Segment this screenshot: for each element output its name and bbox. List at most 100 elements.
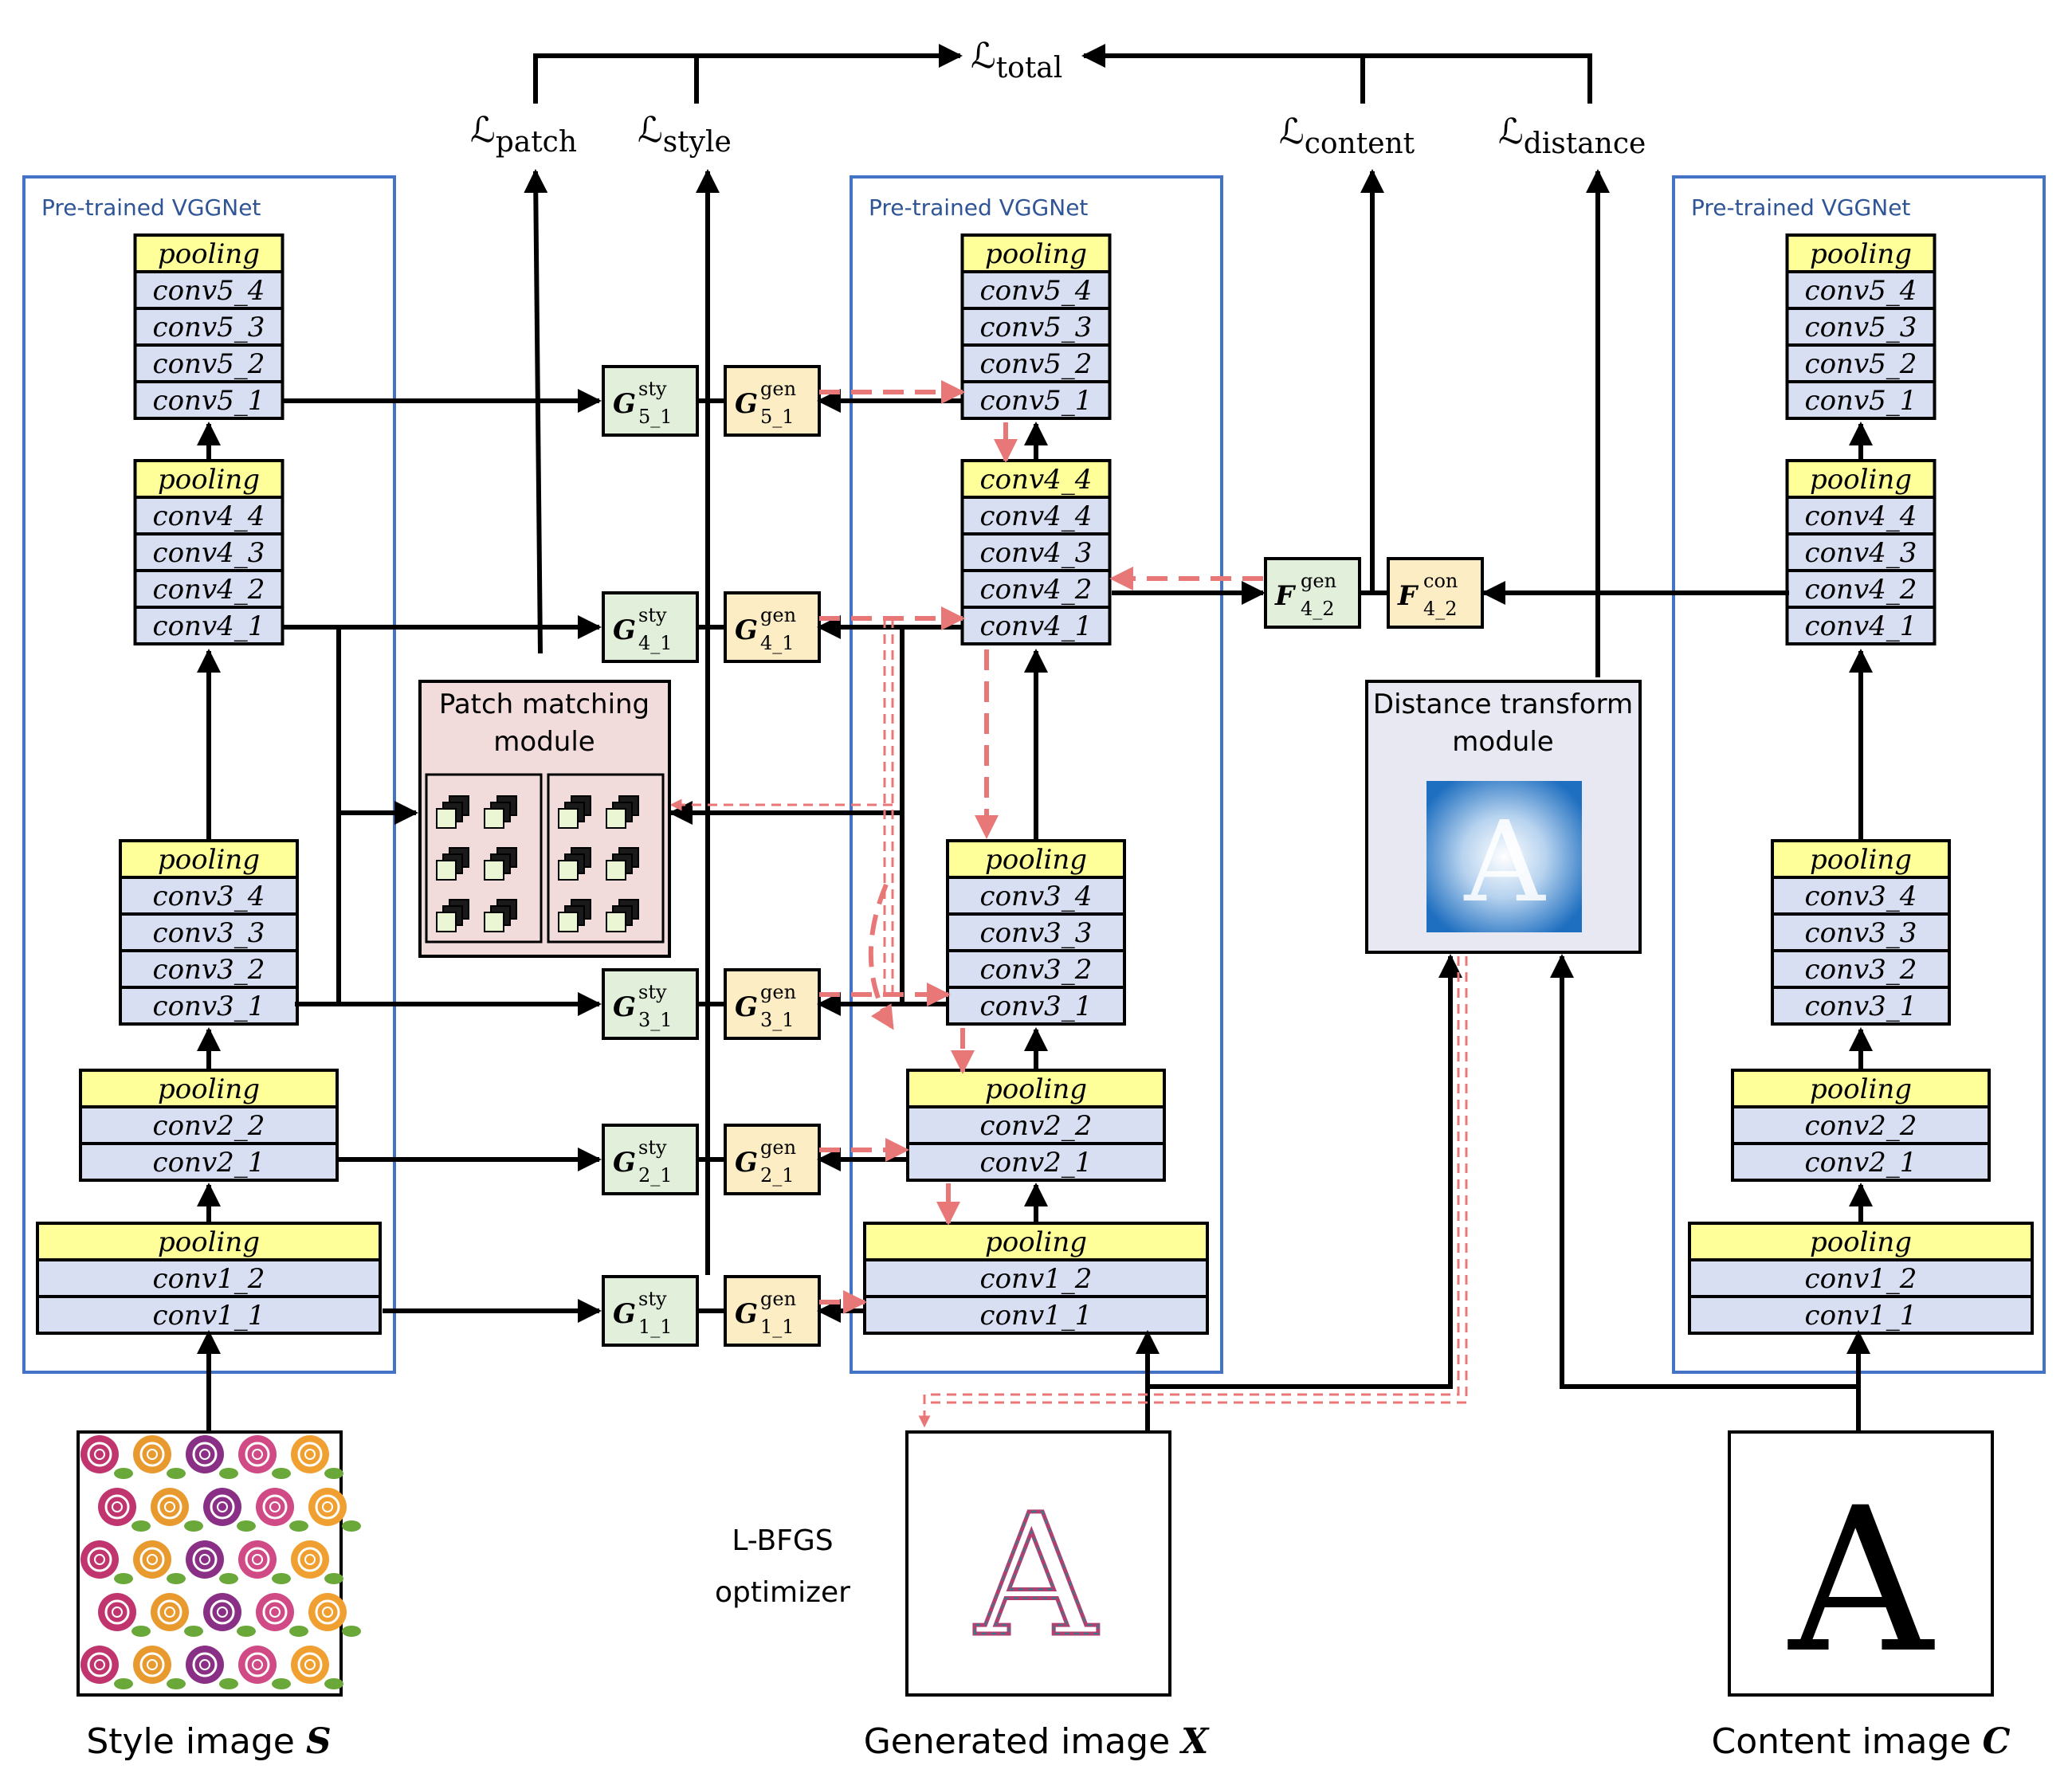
svg-text:conv5_4: conv5_4 — [980, 275, 1093, 307]
svg-text:pooling: pooling — [985, 1073, 1087, 1105]
svg-text:pooling: pooling — [158, 844, 260, 876]
svg-text:conv5_1: conv5_1 — [980, 385, 1093, 417]
svg-text:A: A — [974, 1478, 1098, 1673]
svg-text:conv4_4: conv4_4 — [1805, 500, 1917, 532]
svg-text:conv4_1: conv4_1 — [1805, 610, 1917, 642]
svg-text:5_1: 5_1 — [760, 406, 795, 428]
svg-text:4_2: 4_2 — [1423, 598, 1458, 620]
svg-text:conv5_1: conv5_1 — [153, 385, 265, 417]
svg-text:F: F — [1274, 580, 1297, 612]
svg-text:conv3_3: conv3_3 — [1805, 917, 1917, 949]
generated-to-gram-arrows — [669, 389, 963, 1323]
svg-text:conv1_1: conv1_1 — [980, 1300, 1093, 1332]
svg-text:G: G — [613, 1147, 636, 1179]
content-layer-conv5_3: conv5_3 — [1785, 307, 1937, 347]
svg-text:module: module — [493, 726, 595, 758]
generated-layer-conv1_2: conv1_2 — [863, 1258, 1209, 1298]
svg-text:conv4_4: conv4_4 — [980, 500, 1093, 532]
style-layer-conv5_2: conv5_2 — [133, 343, 285, 383]
content-layer-conv4_1: conv4_1 — [1785, 606, 1937, 645]
svg-text:gen: gen — [760, 1288, 796, 1310]
svg-text:conv5_3: conv5_3 — [1805, 312, 1917, 343]
content-layer-conv2_2: conv2_2 — [1731, 1105, 1991, 1145]
svg-text:conv4_2: conv4_2 — [1805, 574, 1917, 606]
svg-text:conv3_1: conv3_1 — [1805, 991, 1917, 1022]
svg-text:conv3_4: conv3_4 — [980, 881, 1093, 912]
svg-text:conv2_1: conv2_1 — [153, 1147, 265, 1179]
generated-layer-conv4_1: conv4_1 — [960, 606, 1112, 645]
svg-text:pooling: pooling — [1810, 844, 1912, 876]
generated-layer-conv3_3: conv3_3 — [946, 912, 1126, 952]
loss-distance-label: ℒdistance — [1498, 112, 1646, 160]
svg-text:gen: gen — [1301, 570, 1336, 592]
style-layer-conv4_1: conv4_1 — [133, 606, 285, 645]
style-layer-conv1_1: conv1_1 — [36, 1295, 382, 1335]
svg-text:conv4_3: conv4_3 — [980, 537, 1093, 569]
svg-text:ℒdistance: ℒdistance — [1498, 112, 1646, 160]
style-layer-conv3_1: conv3_1 — [119, 986, 299, 1026]
svg-text:conv1_2: conv1_2 — [1805, 1263, 1917, 1295]
svg-text:G: G — [613, 991, 636, 1023]
content-layer-conv5_2: conv5_2 — [1785, 343, 1937, 383]
svg-text:2_1: 2_1 — [638, 1164, 673, 1187]
generated-layer-conv3_2: conv3_2 — [946, 949, 1126, 989]
style-image — [77, 1430, 361, 1697]
svg-text:conv5_4: conv5_4 — [153, 275, 265, 307]
svg-text:conv1_1: conv1_1 — [153, 1300, 265, 1332]
content-vgg-header: Pre-trained VGGNet — [1691, 194, 1910, 221]
svg-text:conv3_3: conv3_3 — [980, 917, 1093, 949]
svg-text:conv2_1: conv2_1 — [980, 1147, 1093, 1179]
svg-text:conv5_2: conv5_2 — [980, 348, 1093, 380]
svg-text:G: G — [735, 1298, 758, 1330]
svg-text:pooling: pooling — [985, 844, 1087, 876]
svg-text:conv3_2: conv3_2 — [980, 954, 1093, 986]
content-layer-conv3_2: conv3_2 — [1771, 949, 1951, 989]
style-layer-conv4_3: conv4_3 — [133, 532, 285, 572]
svg-text:sty: sty — [638, 1288, 667, 1310]
generated-layer-conv3_4: conv3_4 — [946, 876, 1126, 916]
caption-content: Content image C — [1711, 1721, 2010, 1762]
content-layer-conv2_1: conv2_1 — [1731, 1142, 1991, 1182]
svg-text:ℒpatch: ℒpatch — [470, 110, 577, 159]
generated-layer-conv4_3: conv4_3 — [960, 532, 1112, 572]
svg-text:4_1: 4_1 — [638, 632, 673, 654]
svg-text:conv5_2: conv5_2 — [153, 348, 265, 380]
generated-layer-conv5_4: conv5_4 — [960, 270, 1112, 310]
generated-layer-b4-top: conv4_4 — [960, 459, 1112, 499]
generated-layer-conv2_1: conv2_1 — [906, 1142, 1166, 1182]
style-layer-conv3_3: conv3_3 — [119, 912, 299, 952]
generated-layer-conv4_4: conv4_4 — [960, 496, 1112, 536]
svg-text:1_1: 1_1 — [760, 1316, 795, 1338]
svg-text:conv1_2: conv1_2 — [153, 1263, 265, 1295]
svg-text:G: G — [613, 614, 636, 646]
style-layer-b3-pooling: pooling — [119, 839, 299, 879]
content-layer-conv5_4: conv5_4 — [1785, 270, 1937, 310]
style-to-gram-arrows — [283, 389, 602, 1323]
content-layer-conv5_1: conv5_1 — [1785, 380, 1937, 420]
style-layer-conv4_2: conv4_2 — [133, 569, 285, 609]
svg-text:pooling: pooling — [985, 238, 1087, 270]
caption-style: Style image S — [86, 1721, 331, 1762]
svg-text:4_2: 4_2 — [1301, 598, 1335, 620]
content-layer-conv1_1: conv1_1 — [1688, 1295, 2034, 1335]
loss-connectors — [524, 44, 1610, 1275]
svg-text:A: A — [1463, 798, 1546, 928]
style-vgg-header: Pre-trained VGGNet — [41, 194, 261, 221]
content-layer-b1-pooling: pooling — [1688, 1222, 2034, 1261]
svg-text:conv2_2: conv2_2 — [980, 1110, 1093, 1142]
svg-text:conv5_1: conv5_1 — [1805, 385, 1917, 417]
svg-text:conv1_2: conv1_2 — [980, 1263, 1093, 1295]
svg-text:conv4_2: conv4_2 — [153, 574, 265, 606]
svg-text:conv2_1: conv2_1 — [1805, 1147, 1917, 1179]
loss-patch-label: ℒpatch — [470, 110, 577, 159]
